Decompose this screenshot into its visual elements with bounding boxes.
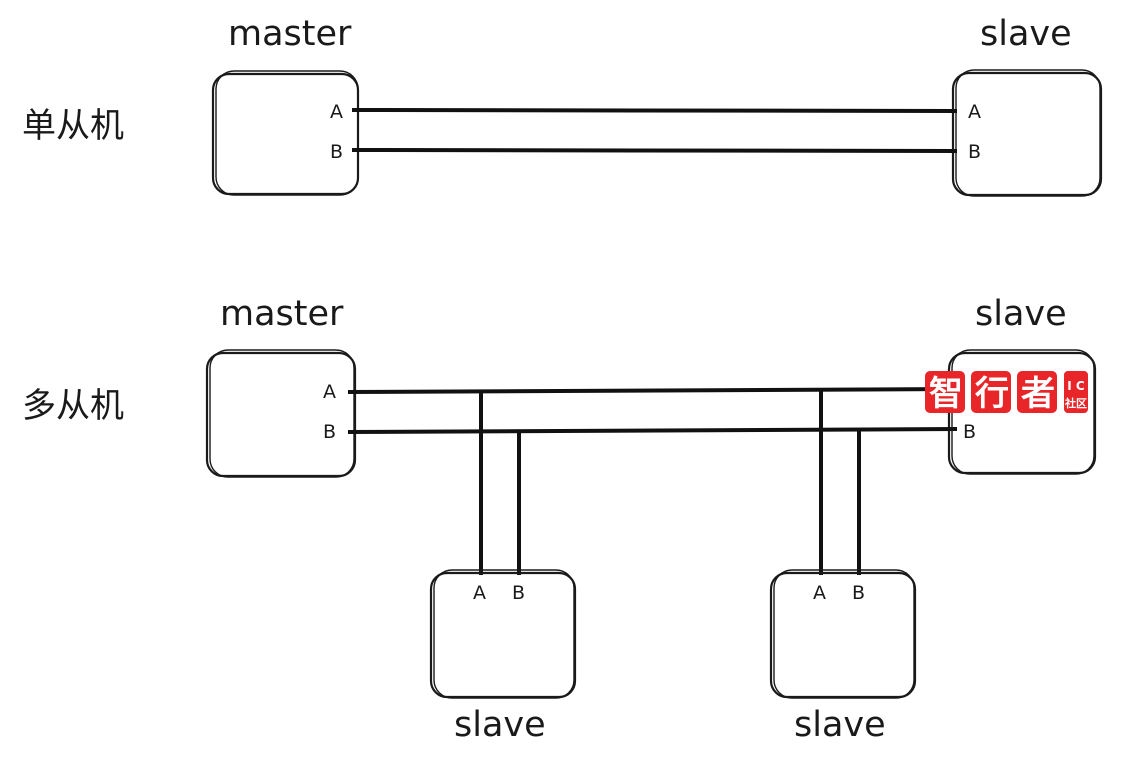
multi-master-label: master [220,294,344,334]
slave2-pin-a: A [813,582,826,604]
single-master-label: master [228,14,352,54]
watermark-char-1: 智 [929,374,963,414]
single-master-pin-b: B [330,141,343,163]
single-slave-label: slave [980,14,1072,54]
single-bus-line-b [351,148,958,153]
multi-master-pin-b: B [323,421,336,443]
section-title-multi: 多从机 [22,386,124,426]
watermark-box-3 [1017,371,1057,413]
single-master-box [211,70,360,196]
section-title-single: 单从机 [22,106,124,146]
watermark-badge [1064,371,1088,413]
slave2-label: slave [794,705,886,745]
watermark-badge-line2: 社区 [1064,396,1087,410]
multi-bus-line-a [347,387,958,394]
multi-slave-bottom-2-box [769,569,917,699]
watermark-char-3: 者 [1021,374,1055,414]
slave2-pin-b: B [852,582,865,604]
single-slave-section: 单从机 master slave A B A B [22,14,1103,197]
multi-slave-right-label: slave [975,294,1067,334]
multi-slave-right-pin-b: B [963,421,976,443]
multi-master-box [205,349,357,478]
multi-bus-line-b [347,427,958,434]
single-slave-pin-b: B [968,141,981,163]
multi-master-pin-a: A [323,381,336,403]
single-slave-pin-a: A [968,101,981,123]
watermark: 智 行 者 I C 社区 [925,371,1088,414]
single-slave-box [951,69,1103,197]
multi-slave-bottom-1-box [429,569,577,699]
slave1-pin-a: A [473,582,486,604]
watermark-box-2 [971,371,1011,413]
watermark-box-1 [925,371,965,413]
watermark-char-2: 行 [975,374,1009,414]
multi-slave-section: 多从机 master slave A B B A B sl [22,294,1097,745]
watermark-badge-line1: I C [1067,379,1085,393]
slave1-label: slave [454,705,546,745]
single-bus-line-a [351,108,958,113]
single-master-pin-a: A [330,101,343,123]
slave1-pin-b: B [512,582,525,604]
